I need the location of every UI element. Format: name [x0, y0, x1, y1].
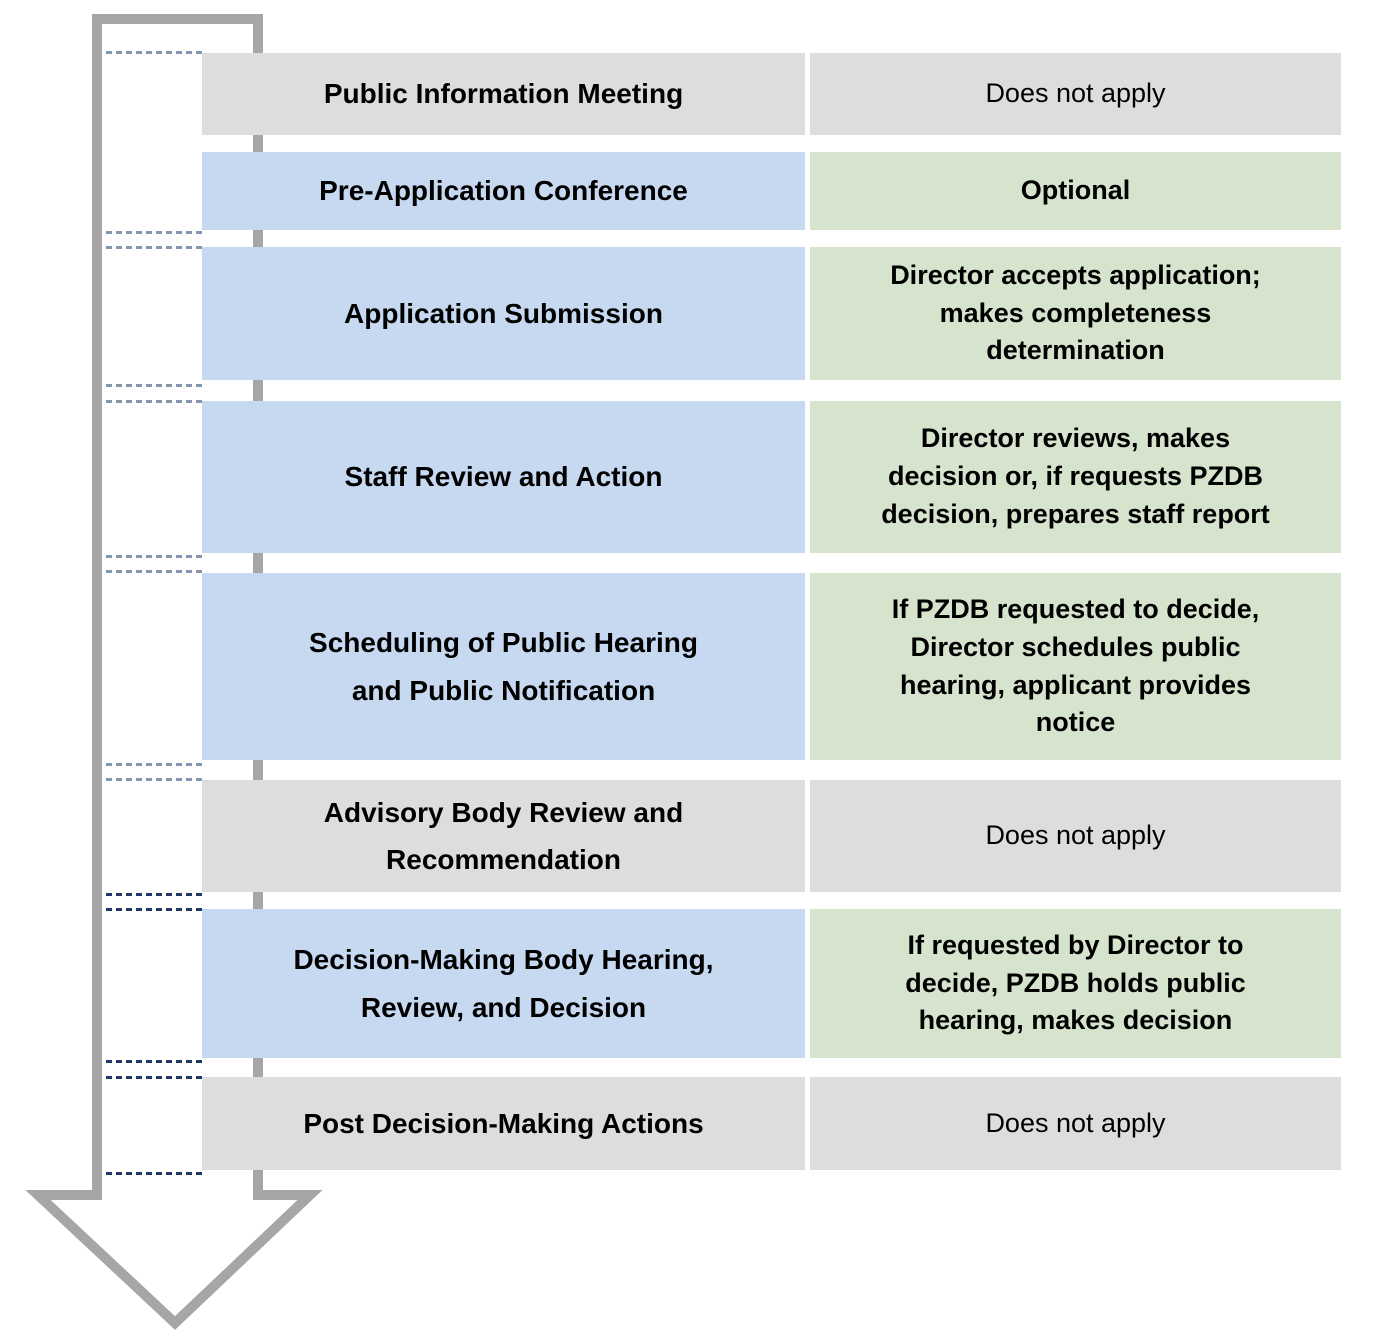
row-boundary-dashed-line — [106, 384, 202, 387]
step-label-box: Public Information Meeting — [202, 53, 805, 135]
step-label-box: Decision-Making Body Hearing, Review, an… — [202, 909, 805, 1058]
step-label-box: Post Decision-Making Actions — [202, 1077, 805, 1170]
step-result-box: Does not apply — [810, 53, 1341, 135]
row-boundary-dashed-line — [106, 1172, 202, 1175]
step-label-box: Advisory Body Review and Recommendation — [202, 780, 805, 892]
row-boundary-dashed-line — [106, 51, 202, 54]
step-label-box: Pre-Application Conference — [202, 152, 805, 230]
step-label-box: Staff Review and Action — [202, 401, 805, 553]
row-boundary-dashed-line — [106, 231, 202, 234]
step-result-box: Does not apply — [810, 1077, 1341, 1170]
step-result-box: Director accepts application; makes comp… — [810, 247, 1341, 380]
step-label-box: Scheduling of Public Hearing and Public … — [202, 573, 805, 760]
step-result-box: Optional — [810, 152, 1341, 230]
row-boundary-dashed-line — [106, 893, 202, 896]
step-result-box: Director reviews, makes decision or, if … — [810, 401, 1341, 553]
row-boundary-dashed-line — [106, 1076, 202, 1079]
row-boundary-dashed-line — [106, 1060, 202, 1063]
row-boundary-dashed-line — [106, 570, 202, 573]
step-result-box: If PZDB requested to decide, Director sc… — [810, 573, 1341, 760]
row-boundary-dashed-line — [106, 778, 202, 781]
row-boundary-dashed-line — [106, 555, 202, 558]
row-boundary-dashed-line — [106, 246, 202, 249]
row-boundary-dashed-line — [106, 763, 202, 766]
row-boundary-dashed-line — [106, 908, 202, 911]
step-result-box: If requested by Director to decide, PZDB… — [810, 909, 1341, 1058]
step-label-box: Application Submission — [202, 247, 805, 380]
step-result-box: Does not apply — [810, 780, 1341, 892]
row-boundary-dashed-line — [106, 400, 202, 403]
